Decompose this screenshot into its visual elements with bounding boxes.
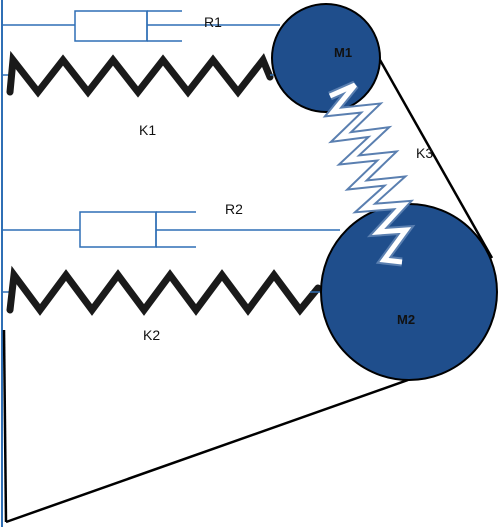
label-m2: M2 <box>397 312 415 327</box>
spring-k1 <box>2 50 290 98</box>
label-k1: K1 <box>139 122 156 138</box>
damper-r2 <box>2 211 340 248</box>
spring-k2 <box>2 265 330 316</box>
label-k3: K3 <box>416 145 433 161</box>
frame-left-edge <box>2 329 8 523</box>
label-m1: M1 <box>334 45 352 60</box>
frame-bottom-edge <box>5 378 409 524</box>
label-r1: R1 <box>204 14 222 30</box>
frame-top-edge <box>378 59 494 259</box>
mass-m1 <box>271 3 381 113</box>
label-r2: R2 <box>225 201 243 217</box>
label-k2: K2 <box>143 327 160 343</box>
spring-k3 <box>322 80 416 267</box>
damper-r1 <box>2 10 280 42</box>
